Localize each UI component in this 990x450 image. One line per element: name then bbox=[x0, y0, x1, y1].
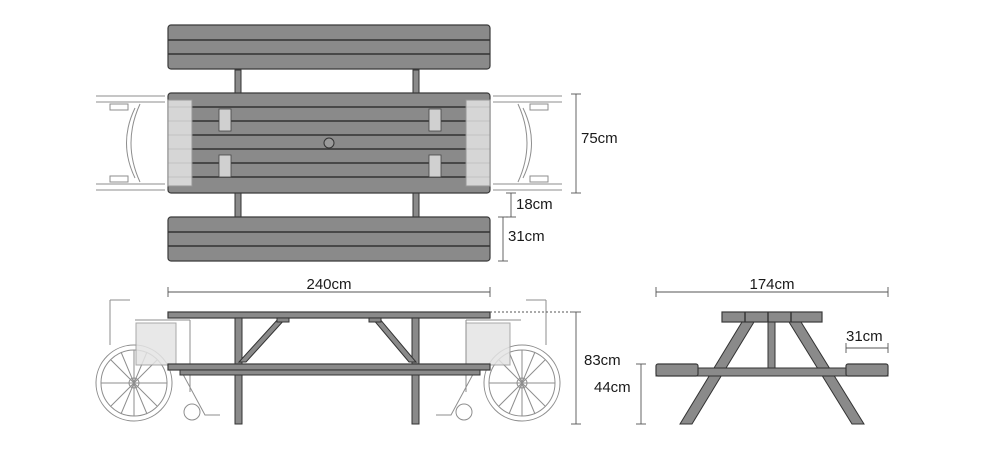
parasol-hole bbox=[323, 137, 335, 149]
top-bench-upper bbox=[167, 24, 491, 70]
label-side-bench-depth: 31cm bbox=[846, 328, 883, 345]
front-brace-right bbox=[370, 317, 418, 363]
dim-side-bench-depth bbox=[845, 343, 889, 353]
front-wheelchair-left bbox=[95, 299, 220, 422]
label-seat-height: 44cm bbox=[594, 379, 631, 396]
dim-table-depth bbox=[571, 93, 581, 194]
front-tabletop bbox=[167, 311, 491, 319]
front-wheelchair-right bbox=[436, 299, 561, 422]
dim-bench-depth bbox=[498, 216, 508, 262]
dim-overall-width bbox=[655, 287, 889, 297]
front-view: 240cm bbox=[95, 276, 621, 425]
dim-table-length bbox=[167, 287, 491, 297]
front-bench bbox=[167, 363, 491, 371]
label-table-height: 83cm bbox=[584, 352, 621, 369]
label-bench-depth: 31cm bbox=[508, 228, 545, 245]
dim-bench-gap bbox=[506, 192, 516, 218]
label-table-depth: 75cm bbox=[581, 130, 618, 147]
front-brace-left bbox=[237, 317, 288, 363]
side-tabletop bbox=[721, 311, 823, 323]
top-view: 75cm 18cm 31cm bbox=[96, 24, 618, 262]
top-bench-lower bbox=[167, 216, 491, 262]
label-table-length: 240cm bbox=[306, 276, 351, 293]
label-bench-gap: 18cm bbox=[516, 196, 553, 213]
side-seat-left bbox=[655, 363, 699, 377]
top-wheelchair-right bbox=[465, 95, 562, 191]
top-tabletop bbox=[167, 92, 491, 194]
side-seat-right bbox=[845, 363, 889, 377]
label-overall-width: 174cm bbox=[749, 276, 794, 293]
side-view: 174cm 44cm 31cm bbox=[594, 276, 889, 425]
dim-seat-height bbox=[636, 363, 646, 425]
dim-table-height bbox=[490, 311, 581, 425]
top-wheelchair-left bbox=[96, 95, 193, 191]
